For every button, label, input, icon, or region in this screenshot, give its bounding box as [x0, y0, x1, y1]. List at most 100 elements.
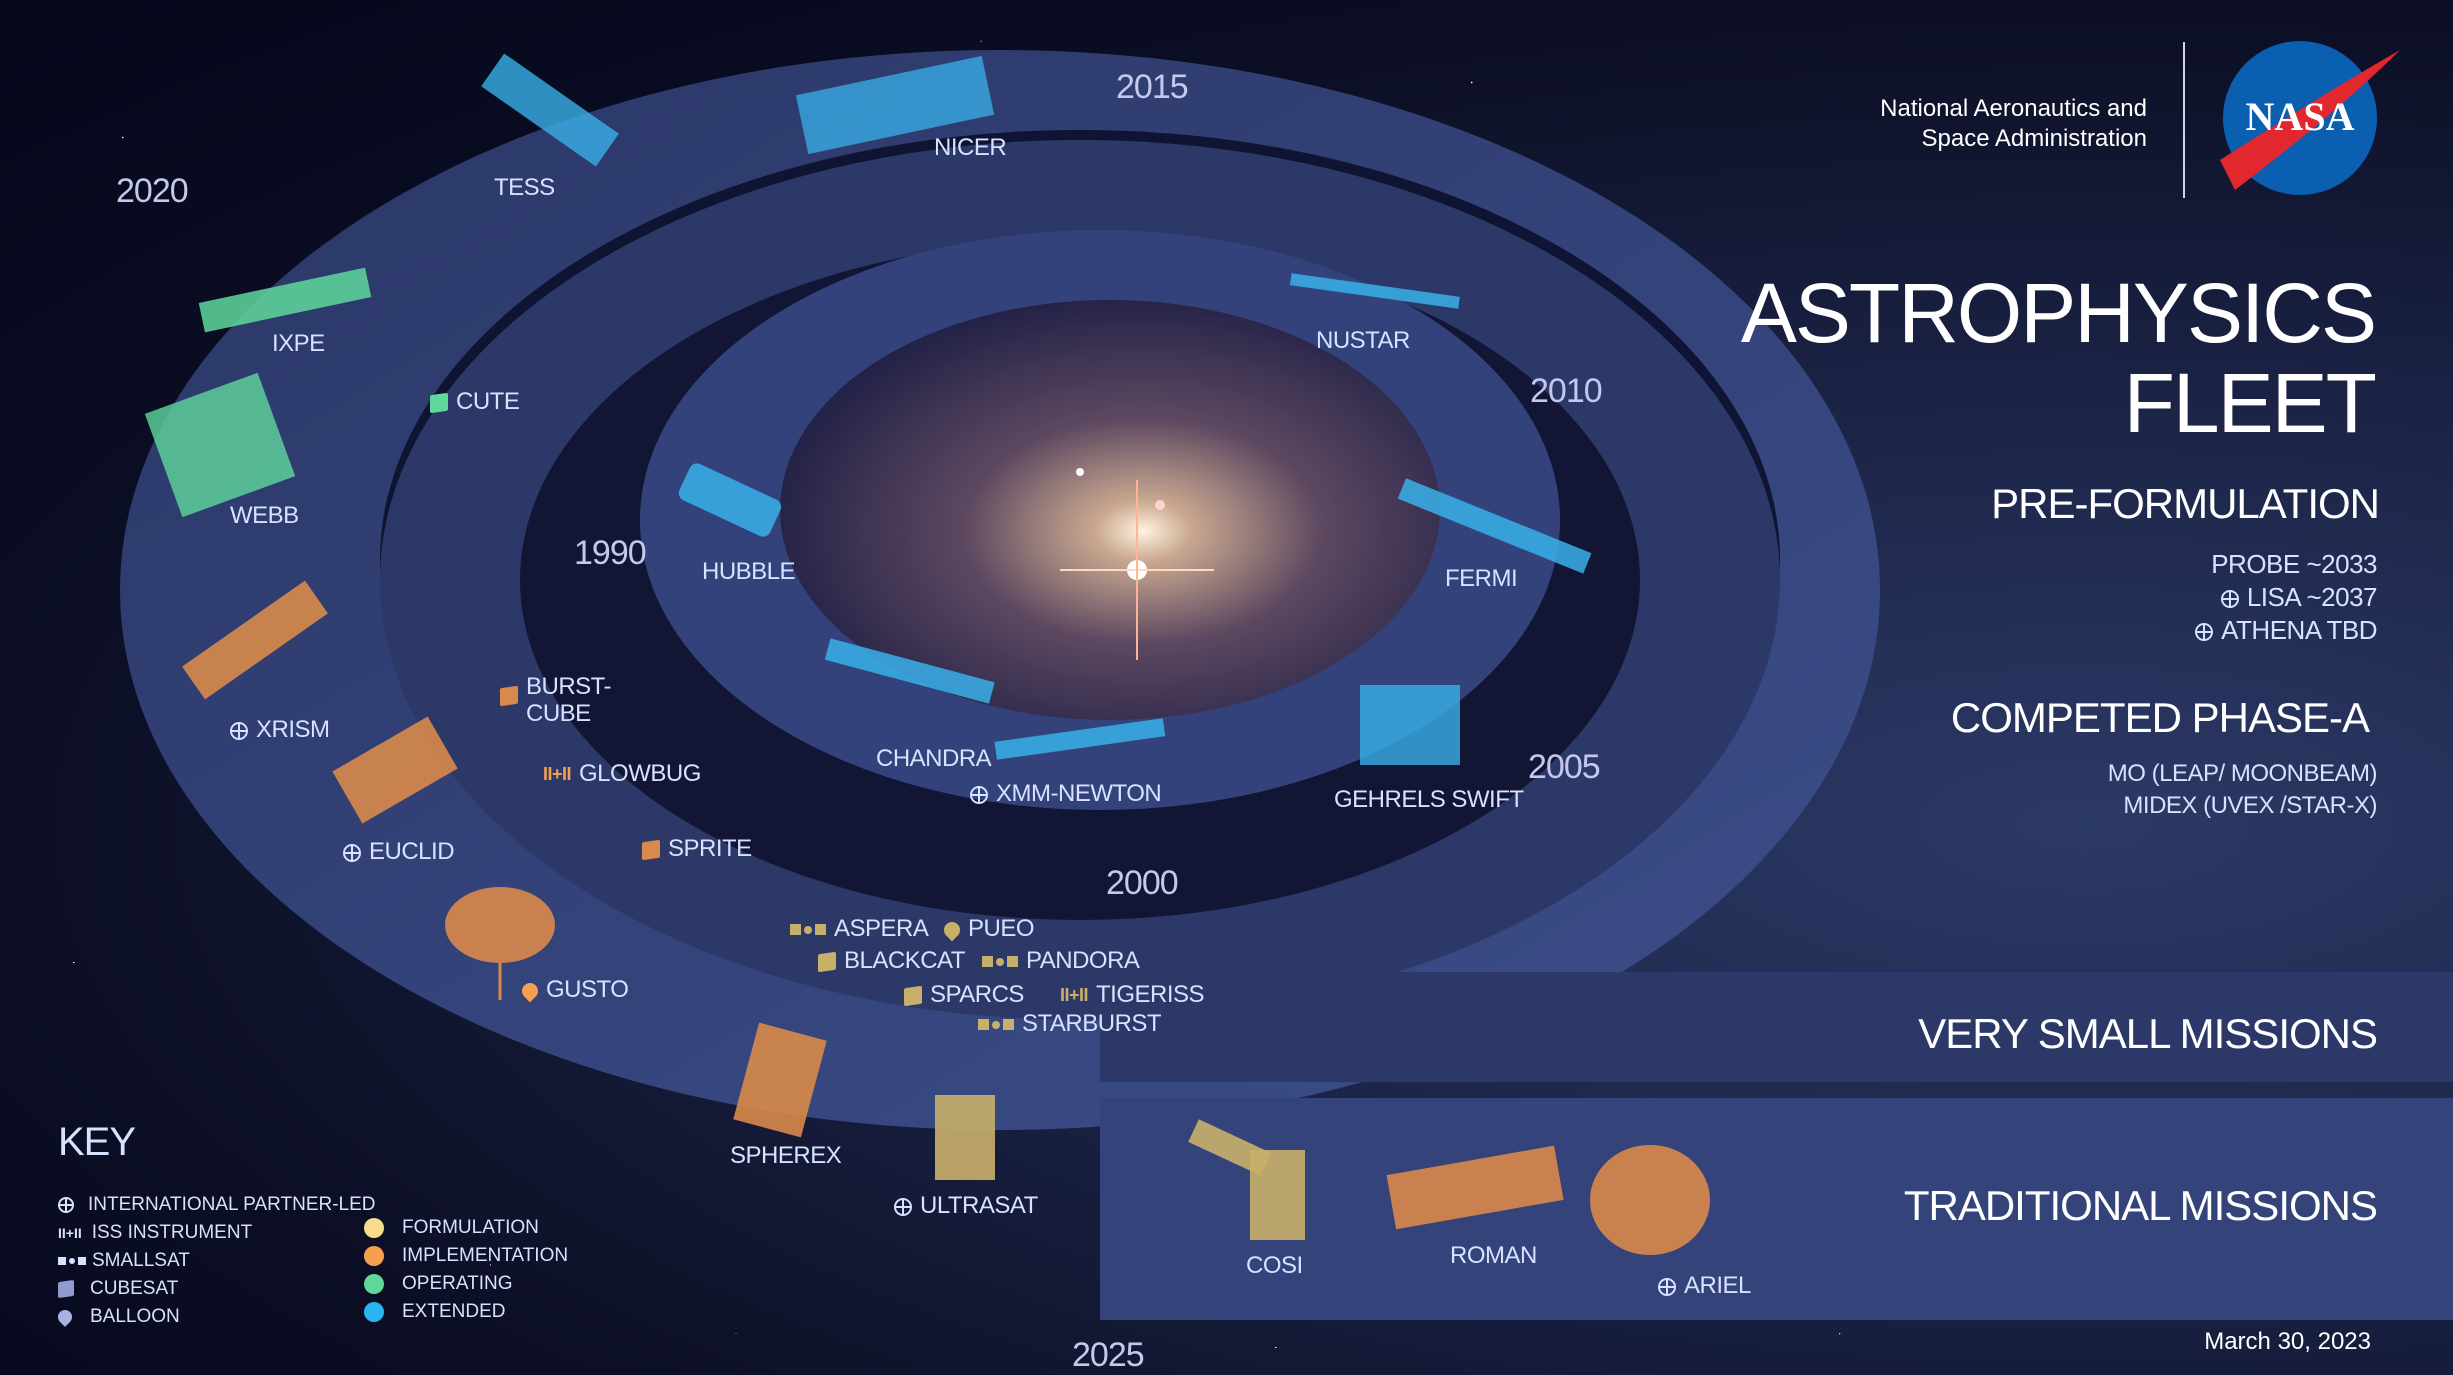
roman-spacecraft [1386, 1145, 1564, 1230]
mission-label-fermi: FERMI [1445, 565, 1518, 592]
mission-label-cosi: COSI [1246, 1252, 1303, 1279]
mission-label-pueo: PUEO [940, 915, 1035, 943]
tess-spacecraft [481, 53, 619, 167]
competed-phase-a-list: MO (LEAP/ MOONBEAM) MIDEX (UVEX /STAR-X) [2107, 758, 2378, 822]
smallsat-icon [982, 956, 1018, 968]
year-2005: 2005 [1528, 748, 1601, 786]
ixpe-spacecraft [198, 267, 372, 333]
mission-label-roman: ROMAN [1450, 1242, 1537, 1269]
mission-label-burstcube: BURST-CUBE [500, 673, 612, 727]
mission-label-gusto: GUSTO [518, 976, 629, 1004]
mission-label-aspera: ASPERA [790, 915, 929, 943]
xrism-spacecraft [182, 580, 328, 700]
year-2015: 2015 [1116, 68, 1189, 106]
euclid-spacecraft [332, 716, 458, 824]
globe-icon [343, 843, 361, 862]
nicer-iss-spacecraft [795, 55, 995, 155]
competed-item: MO (LEAP/ MOONBEAM) [2107, 760, 2378, 787]
mission-label-webb: WEBB [230, 502, 299, 529]
iss-instrument-icon: II+II [58, 1225, 82, 1241]
title-line-1: ASTROPHYSICS [1740, 266, 2377, 360]
traditional-missions-label: TRADITIONAL MISSIONS [1903, 1182, 2378, 1229]
pre-formulation-list: PROBE ~2033 LISA ~2037 ATHENA TBD [2195, 548, 2378, 647]
galactic-center-star [1060, 468, 1214, 660]
year-2025: 2025 [1072, 1336, 1145, 1374]
hubble-spacecraft [678, 463, 782, 537]
smallsat-icon [790, 924, 826, 936]
cubesat-icon [904, 985, 922, 1006]
competed-phase-a-heading: COMPETED PHASE-A [1950, 694, 2370, 741]
legend-item-smallsat: SMALLSAT [58, 1247, 376, 1275]
mission-label-tess: TESS [494, 174, 555, 201]
page-title: ASTROPHYSICS FLEET [1740, 266, 2377, 450]
pre-formulation-item: PROBE ~2033 [2211, 549, 2377, 579]
org-name-line-2: Space Administration [1921, 125, 2147, 152]
smallsat-icon [978, 1019, 1014, 1031]
nasa-logo-text: NASA [2246, 94, 2355, 139]
balloon-icon [518, 979, 542, 1002]
mission-label-euclid: EUCLID [343, 838, 455, 866]
pre-formulation-item: ATHENA TBD [2195, 614, 2377, 647]
xmm-spacecraft [994, 718, 1166, 760]
balloon-icon [55, 1307, 75, 1327]
galaxy-center-image [780, 300, 1440, 720]
ultrasat-spacecraft [935, 1095, 995, 1180]
nustar-spacecraft [1289, 273, 1460, 309]
mission-label-nicer: NICER [934, 134, 1007, 161]
smallsat-icon [58, 1257, 86, 1265]
legend-status-extended: EXTENDED [364, 1298, 568, 1326]
legend-item-balloon: BALLOON [55, 1303, 376, 1331]
mission-label-gehrels-swift: GEHRELS SWIFT [1334, 786, 1524, 813]
chandra-spacecraft [824, 638, 995, 704]
cubesat-icon [58, 1279, 74, 1299]
mission-label-ariel: ARIEL [1658, 1272, 1751, 1300]
cubesat-icon [642, 839, 660, 860]
mission-label-sparcs: SPARCS [904, 981, 1024, 1009]
cubesat-icon [818, 951, 836, 972]
globe-icon [58, 1196, 74, 1213]
very-small-band-extension [1100, 972, 2453, 1082]
year-1990: 1990 [574, 534, 647, 572]
nasa-org-name: National Aeronautics and Space Administr… [1880, 94, 2147, 154]
status-dot-icon [364, 1273, 384, 1294]
status-dot-icon [364, 1217, 384, 1238]
legend-status-implementation: IMPLEMENTATION [364, 1242, 568, 1270]
date-stamp: March 30, 2023 [2204, 1328, 2371, 1355]
gusto-balloon [445, 887, 555, 1000]
mission-label-xmm-newton: XMM-NEWTON [970, 780, 1162, 808]
mission-label-sprite: SPRITE [642, 835, 752, 863]
status-dot-icon [364, 1245, 384, 1266]
status-dot-icon [364, 1301, 384, 1322]
title-line-2: FLEET [2123, 356, 2377, 450]
globe-icon [230, 721, 248, 740]
swift-spacecraft [1360, 685, 1460, 765]
org-name-line-1: National Aeronautics and [1880, 95, 2147, 122]
year-2000: 2000 [1106, 864, 1179, 902]
mission-label-ixpe: IXPE [272, 330, 325, 357]
legend-title: KEY [58, 1120, 136, 1164]
fermi-spacecraft [1397, 478, 1592, 574]
webb-spacecraft [144, 372, 296, 518]
globe-icon [1658, 1277, 1676, 1296]
iss-instrument-icon: II+II [543, 764, 572, 785]
iss-instrument-icon: II+II [1060, 985, 1089, 1006]
nasa-logo: NASA [2183, 41, 2400, 198]
cubesat-icon [500, 685, 518, 707]
mission-label-xrism: XRISM [230, 716, 330, 744]
mission-label-spherex: SPHEREX [730, 1142, 842, 1169]
legend-status-operating: OPERATING [364, 1270, 568, 1298]
mission-label-chandra: CHANDRA [876, 745, 992, 772]
globe-icon [2220, 590, 2239, 609]
legend-status-formulation: FORMULATION [364, 1214, 568, 1242]
balloon-icon [940, 918, 964, 941]
cubesat-icon [430, 392, 448, 413]
mission-label-nustar: NUSTAR [1316, 327, 1410, 354]
mission-label-blackcat: BLACKCAT [818, 947, 965, 975]
cosi-spacecraft [1188, 1119, 1305, 1240]
